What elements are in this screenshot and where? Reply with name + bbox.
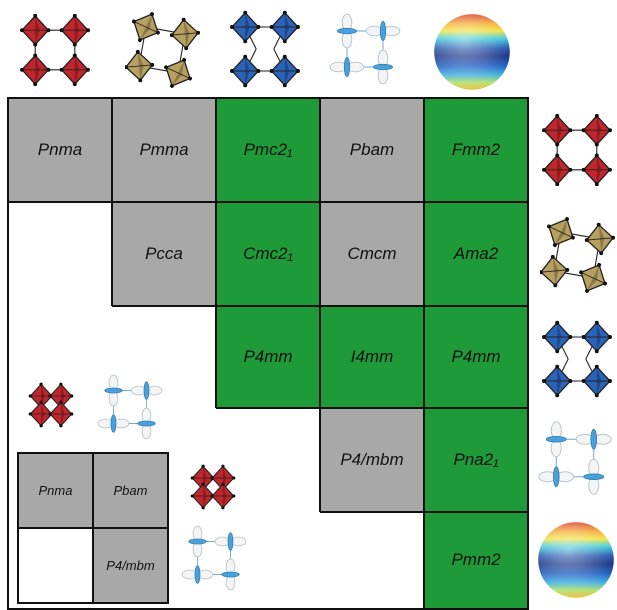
cell-r1c3: Cmcm [320,202,424,306]
legend-grid-lines [17,452,169,604]
legend-cell-a: Pnma [18,453,93,528]
cell-r2c2: P4mm [216,306,320,408]
spherical-harmonic-icon [536,520,616,600]
cell-r0c1: Pmma [112,98,216,202]
legend-cell-b: Pbam [93,453,168,528]
tan-octahedra-icon [540,215,615,295]
cell-r0c3: Pbam [320,98,424,202]
cell-r4c4: Pmm2 [424,512,528,608]
cell-r3c3: P4/mbm [320,408,424,512]
cell-r0c2: Pmc2₁ [216,98,320,202]
red-octahedra-icon [188,462,238,512]
red-octahedra-icon [540,110,615,190]
cell-r2c3: I4mm [320,306,424,408]
orbital-order-icon [178,522,250,594]
blue-octahedra-icon [540,318,615,400]
orbital-order-icon [533,416,617,500]
cell-r1c2: Cmc2₁ [216,202,320,306]
cell-r2c4: P4mm [424,306,528,408]
cell-r1c4: Ama2 [424,202,528,306]
cell-r3c4: Pna2₁ [424,408,528,512]
legend-cell-c: P4/mbm [93,528,168,603]
cell-r1c1: Pcca [112,202,216,306]
cell-r0c0: Pnma [8,98,112,202]
cell-r0c4: Fmm2 [424,98,528,202]
